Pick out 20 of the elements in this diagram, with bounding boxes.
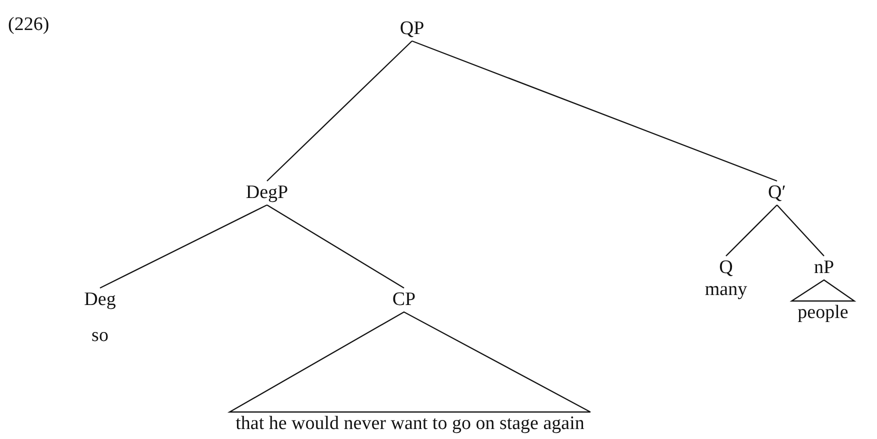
node-label: Q: [718, 257, 734, 279]
roof-triangle: [227, 311, 591, 413]
tree-branch: [412, 40, 778, 182]
tree-branch: [776, 204, 824, 256]
node-label: Q′: [768, 182, 786, 204]
node-label: QP: [400, 18, 424, 40]
roof-triangle: [790, 279, 856, 302]
node-label: CP: [392, 289, 416, 311]
node-label: people: [798, 302, 848, 324]
tree-branch: [266, 204, 404, 289]
node-label: nP: [814, 257, 834, 279]
tree-branch: [266, 40, 412, 182]
node-label: Deg: [84, 289, 116, 311]
tree-branch: [100, 204, 268, 289]
example-number: (226): [8, 14, 50, 36]
terminal-word: so: [90, 325, 110, 347]
node-label: that he would never want to go on stage again: [236, 413, 584, 435]
terminal-word: many: [704, 279, 748, 301]
node-label: DegP: [246, 182, 288, 204]
tree-branch: [726, 204, 778, 256]
